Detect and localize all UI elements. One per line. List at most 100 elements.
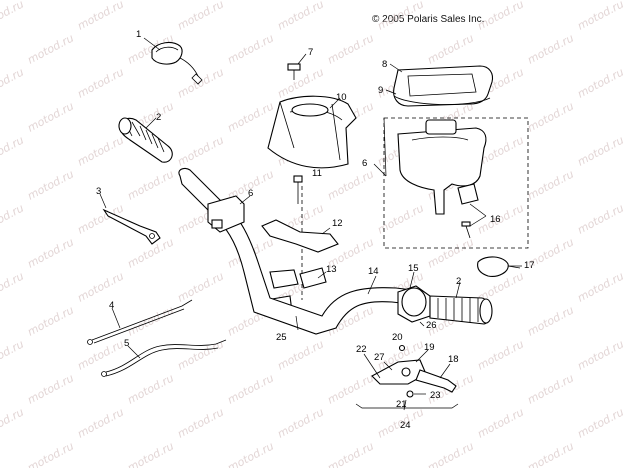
part-grip-left [118,117,173,163]
watermark-text: motod.ru [0,337,26,372]
callout-20: 20 [392,332,403,343]
watermark-text: motod.ru [125,439,176,468]
watermark-text: motod.ru [175,133,226,168]
watermark-text: motod.ru [325,439,376,468]
watermark-text: motod.ru [475,0,526,33]
watermark-text: motod.ru [275,65,326,100]
part-pod-cover [267,95,357,169]
callout-labels: 1 2 3 4 5 6 7 8 9 10 11 12 13 14 15 6 16… [96,29,535,431]
callout-2: 2 [156,112,161,123]
part-bolt [293,175,303,204]
part-mirror-left [151,41,203,85]
watermark-text: motod.ru [75,0,126,33]
watermark-text: motod.ru [125,167,176,202]
part-pod-housing [397,119,487,215]
callout-19: 19 [424,342,435,353]
callout-7: 7 [308,47,313,58]
callout-11: 11 [312,168,322,179]
watermark-text: motod.ru [175,405,226,440]
watermark-text: motod.ru [25,99,76,134]
watermark-text: motod.ru [475,337,526,372]
copyright-notice: © 2005 Polaris Sales Inc. [372,14,485,25]
callout-23: 23 [430,390,441,401]
watermark-text: motod.ru [0,405,26,440]
watermark-text: motod.ru [25,371,76,406]
callout-22: 22 [356,344,367,355]
watermark-text: motod.ru [375,0,426,33]
watermark-text: motod.ru [575,201,625,236]
watermark-text: motod.ru [25,31,76,66]
watermark-text: motod.ru [25,167,76,202]
callout-4: 4 [109,300,114,311]
watermark-text: motod.ru [75,405,126,440]
callout-18: 18 [448,354,459,365]
part-brake-lever-assembly [371,344,457,398]
callout-27: 27 [374,352,385,363]
callout-17: 17 [524,260,535,271]
watermark-text: motod.ru [225,31,276,66]
watermark-text: motod.ru [525,303,576,338]
callout-9: 9 [378,85,383,96]
watermark-text: motod.ru [25,235,76,270]
watermark-text: motod.ru [175,65,226,100]
part-grip-right [429,295,493,325]
watermark-text: motod.ru [575,269,625,304]
callout-24: 24 [400,420,411,431]
callout-16: 16 [490,214,501,225]
watermark-text: motod.ru [475,405,526,440]
callout-6: 6 [248,188,253,199]
watermark-text: motod.ru [525,167,576,202]
callout-6b: 6 [362,158,367,169]
watermark-text: motod.ru [225,99,276,134]
part-handlebar [178,167,413,335]
watermark-text: motod.ru [0,133,26,168]
callout-25: 25 [276,332,287,343]
part-lever [102,208,161,245]
watermark-text: motod.ru [25,439,76,468]
watermark-text: motod.ru [525,371,576,406]
watermark-text: motod.ru [75,133,126,168]
watermark-text: motod.ru [425,31,476,66]
callout-8: 8 [382,59,387,70]
watermark-text: motod.ru [175,0,226,33]
callout-1: 1 [136,29,141,40]
callout-3: 3 [96,186,101,197]
part-speedometer [393,65,494,107]
callout-12: 12 [332,218,343,229]
watermark-text: motod.ru [475,201,526,236]
part-bracket [261,219,339,253]
watermark-text: motod.ru [525,99,576,134]
part-throttle-cable [87,299,193,345]
watermark-text: motod.ru [575,65,625,100]
watermark-text: motod.ru [0,269,26,304]
watermark-text: motod.ru [575,0,625,33]
watermark-text: motod.ru [525,31,576,66]
watermark-text: motod.ru [0,65,26,100]
watermark-text: motod.ru [275,0,326,33]
watermark-text: motod.ru [0,0,26,33]
callout-13: 13 [326,264,337,275]
callout-5: 5 [124,338,129,349]
watermark-text: motod.ru [325,167,376,202]
watermark-text: motod.ru [75,269,126,304]
watermark-text: motod.ru [225,371,276,406]
watermark-text: motod.ru [525,439,576,468]
callout-15: 15 [408,263,419,274]
watermark-text: motod.ru [325,31,376,66]
watermark-text: motod.ru [125,371,176,406]
part-mirror-right [477,256,521,277]
watermark-text: motod.ru [425,439,476,468]
part-throttle-housing [397,285,431,323]
part-screw-top [287,63,301,80]
watermark-text: motod.ru [275,405,326,440]
callout-10: 10 [336,92,347,103]
watermark-text: motod.ru [575,405,625,440]
watermark-text: motod.ru [125,303,176,338]
watermark-text: motod.ru [575,133,625,168]
watermark-text: motod.ru [0,201,26,236]
part-brake-cable [101,339,227,377]
watermark-text: motod.ru [325,371,376,406]
watermark-text: motod.ru [175,269,226,304]
watermark-text: motod.ru [25,303,76,338]
